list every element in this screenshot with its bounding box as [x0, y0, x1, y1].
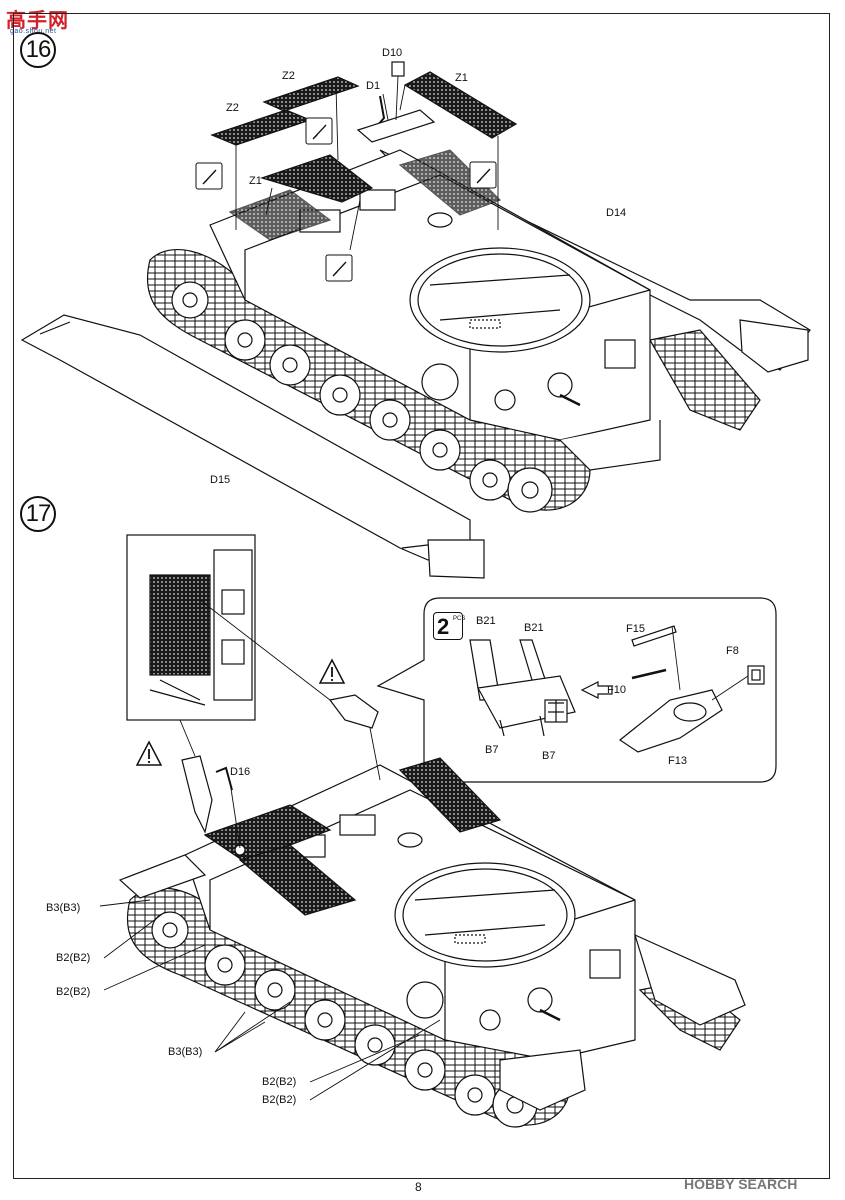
track-left-16: [146, 249, 591, 511]
part-label-f10: F10: [607, 684, 626, 696]
part-label-b3-bottom: B3(B3): [168, 1046, 203, 1058]
part-label-b7-left: B7: [485, 744, 499, 756]
part-label-b2-first: B2(B2): [56, 952, 91, 964]
part-label-b3-top: B3(B3): [46, 902, 81, 914]
grille-z1-b: [403, 71, 518, 139]
quantity-number: 2: [437, 614, 450, 639]
track-left-17: [126, 887, 571, 1126]
watermark: HOBBY SEARCH: [684, 1176, 798, 1192]
logo-text: 高手网: [6, 10, 69, 32]
grille-z1-a: [260, 154, 374, 203]
step-number-17: 17: [20, 496, 56, 532]
caution-icon-1: [318, 658, 346, 684]
part-label-b21-right: B21: [524, 622, 544, 634]
part-label-b2-second: B2(B2): [56, 986, 91, 998]
grille-z2-b: [262, 76, 360, 112]
part-label-b2-fourth: B2(B2): [262, 1094, 297, 1106]
site-logo: 高手网 gao.shou.net: [6, 4, 76, 38]
step17-drawing: [99, 534, 777, 1128]
step16-drawing: [20, 61, 811, 579]
part-label-d16: D16: [230, 766, 251, 778]
part-label-d10: D10: [382, 47, 403, 59]
part-label-b7-right: B7: [542, 750, 556, 762]
part-label-f13: F13: [668, 755, 687, 767]
part-label-b2-third: B2(B2): [262, 1076, 297, 1088]
part-label-d15: D15: [210, 474, 231, 486]
caution-icon-2: [135, 740, 163, 766]
quantity-badge: 2 PCS: [433, 612, 466, 640]
part-label-z1-left: Z1: [249, 175, 262, 187]
part-label-z2-left: Z2: [226, 102, 239, 114]
grille-z2-a: [210, 109, 312, 146]
part-label-f8: F8: [726, 645, 739, 657]
part-label-f15: F15: [626, 623, 645, 635]
part-label-b21-left: B21: [476, 615, 496, 627]
logo-subtext: gao.shou.net: [10, 28, 56, 35]
part-label-d1: D1: [366, 80, 381, 92]
part-label-z2-right: Z2: [282, 70, 295, 82]
step-number-16: 16: [20, 32, 56, 68]
page-border: [13, 13, 830, 1179]
page-number: 8: [415, 1180, 422, 1194]
part-label-d14: D14: [606, 207, 627, 219]
quantity-unit: PCS: [453, 616, 466, 622]
part-label-z1-right: Z1: [455, 72, 468, 84]
